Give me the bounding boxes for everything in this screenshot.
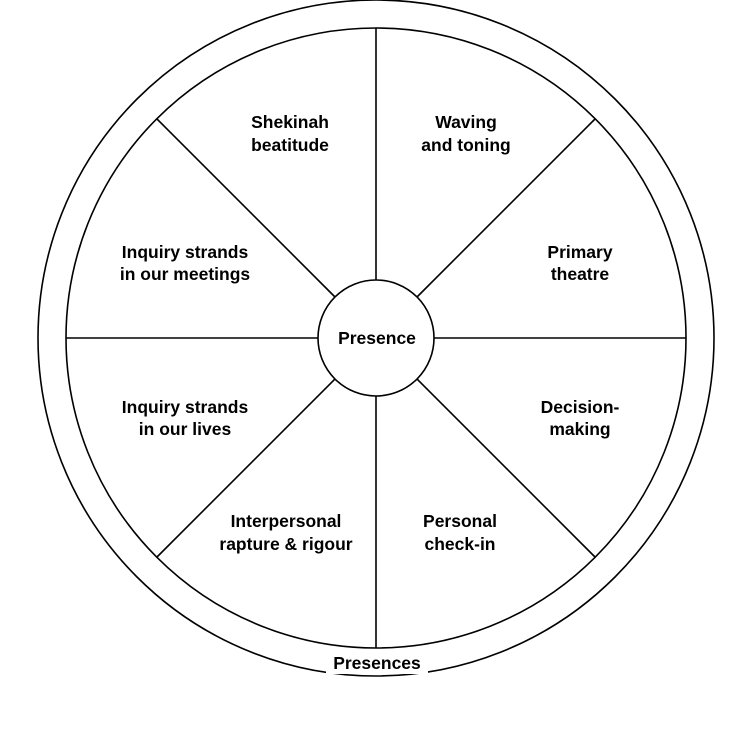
segment-label-line: Inquiry strands xyxy=(122,242,249,262)
spoke-top-left xyxy=(156,118,336,298)
segment-label-line: theatre xyxy=(551,264,610,284)
segment-label-line: in our meetings xyxy=(120,264,251,284)
segment-label-line: Decision- xyxy=(541,397,620,417)
segment-shekinah-beatitude: Shekinah beatitude xyxy=(251,112,329,155)
segment-label-line: check-in xyxy=(425,534,496,554)
outer-ring-circle xyxy=(37,0,715,677)
spoke-bottom-right xyxy=(416,378,596,558)
segment-label-line: Personal xyxy=(423,511,497,531)
segment-primary-theatre: Primary theatre xyxy=(547,242,612,284)
segment-label-line: rapture & rigour xyxy=(219,534,352,554)
hub-label: Presence xyxy=(338,328,416,348)
segment-label-line: Inquiry strands xyxy=(122,397,249,417)
spoke-top-right xyxy=(416,118,596,298)
outer-ring-label: Presences xyxy=(333,653,421,673)
wheel-spokes xyxy=(66,28,686,648)
hub-circle xyxy=(317,279,435,397)
outer-ring-label-backing xyxy=(326,650,428,674)
segment-decision-making: Decision- making xyxy=(541,397,620,439)
segment-interpersonal-rapture-rigour: Interpersonal rapture & rigour xyxy=(219,511,352,554)
segment-label-line: and toning xyxy=(421,135,510,155)
segment-label-line: Shekinah xyxy=(251,112,329,132)
segment-waving-and-toning: Waving and toning xyxy=(421,112,510,155)
segment-label-line: in our lives xyxy=(139,419,232,439)
segment-personal-check-in: Personal check-in xyxy=(423,511,497,554)
segment-label-line: Interpersonal xyxy=(231,511,342,531)
segment-label-line: Waving xyxy=(435,112,497,132)
segment-label-line: beatitude xyxy=(251,135,329,155)
spoke-bottom-left xyxy=(156,378,336,558)
segment-label-line: Primary xyxy=(547,242,612,262)
segment-label-line: making xyxy=(549,419,610,439)
segment-inquiry-strands-lives: Inquiry strands in our lives xyxy=(122,397,249,439)
segment-inquiry-strands-meetings: Inquiry strands in our meetings xyxy=(120,242,251,284)
